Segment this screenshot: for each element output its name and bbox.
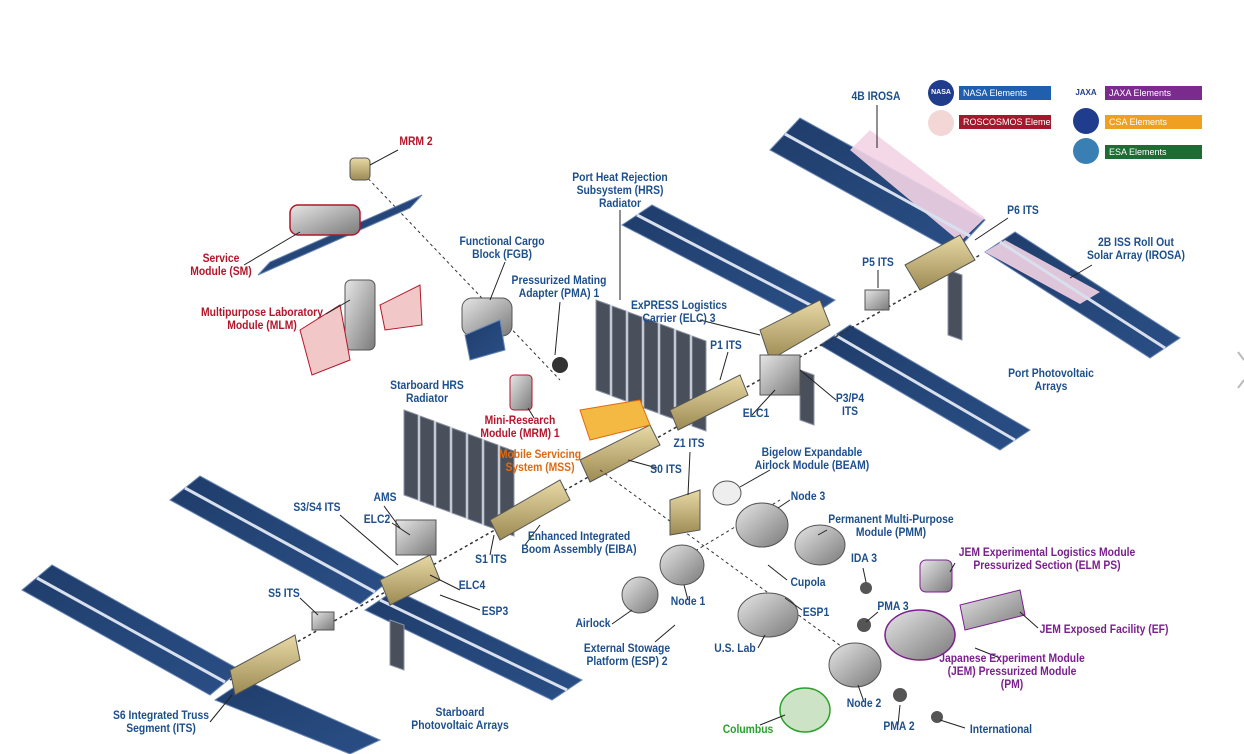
- label-elc2: ELC2: [363, 514, 391, 526]
- label-s5: S5 ITS: [268, 588, 300, 600]
- label-pma3: PMA 3: [877, 601, 909, 613]
- label-pmm: Permanent Multi-Purpose Module (PMM): [828, 514, 954, 539]
- label-ida3: IDA 3: [850, 553, 878, 565]
- legend-csa: CSA Elements: [1105, 115, 1202, 129]
- label-p1: P1 ITS: [710, 340, 742, 352]
- label-esp3: ESP3: [481, 606, 509, 618]
- legend-esa: ESA Elements: [1105, 145, 1202, 159]
- label-ams: AMS: [373, 492, 397, 504]
- nasa-logo: NASA: [928, 80, 954, 106]
- us-segment: [579, 399, 1026, 733]
- label-elc4: ELC4: [458, 580, 486, 592]
- label-elc3: ExPRESS Logistics Carrier (ELC) 3: [630, 300, 728, 325]
- label-s1: S1 ITS: [475, 554, 507, 566]
- legend-jaxa: JAXA Elements: [1105, 86, 1202, 100]
- label-mlm: Multipurpose Laboratory Module (MLM): [201, 307, 323, 332]
- legend-nasa: NASA Elements: [959, 86, 1051, 100]
- solar-arrays: [21, 117, 1181, 754]
- esa-logo: [1073, 138, 1099, 164]
- label-2b-irosa: 2B ISS Roll Out Solar Array (IROSA): [1087, 237, 1185, 262]
- label-node1: Node 1: [670, 596, 706, 608]
- label-starboard-hrs: Starboard HRS Radiator: [390, 380, 464, 405]
- jaxa-logo: JAXA: [1075, 88, 1097, 97]
- russian-segment: [257, 157, 568, 411]
- label-4b-irosa: 4B IROSA: [851, 91, 901, 103]
- label-p3p4: P3/P4 ITS: [835, 393, 865, 418]
- label-esp1: ESP1: [802, 607, 830, 619]
- label-p6: P6 ITS: [1007, 205, 1039, 217]
- label-elc1: ELC1: [742, 408, 770, 420]
- label-s3s4: S3/S4 ITS: [293, 502, 341, 514]
- label-cupola: Cupola: [790, 577, 826, 589]
- label-service-module: Service Module (SM): [190, 253, 252, 278]
- label-mrm1: Mini-Research Module (MRM) 1: [480, 415, 560, 440]
- label-beam: Bigelow Expandable Airlock Module (BEAM): [754, 447, 870, 472]
- label-fgb: Functional Cargo Block (FGB): [459, 236, 545, 261]
- label-jem-pm: Japanese Experiment Module (JEM) Pressur…: [939, 653, 1085, 691]
- label-eiba: Enhanced Integrated Boom Assembly (EIBA): [521, 531, 637, 556]
- label-z1: Z1 ITS: [673, 438, 705, 450]
- label-s6: S6 Integrated Truss Segment (ITS): [112, 710, 210, 735]
- label-pma2: PMA 2: [883, 721, 915, 733]
- label-p5: P5 ITS: [862, 257, 894, 269]
- label-international: International: [969, 724, 1033, 736]
- label-pma1: Pressurized Mating Adapter (PMA) 1: [511, 275, 607, 300]
- label-airlock: Airlock: [575, 618, 611, 630]
- label-mrm2: MRM 2: [399, 136, 433, 148]
- roscosmos-logo: [928, 110, 954, 136]
- label-columbus: Columbus: [722, 724, 774, 736]
- label-us-lab: U.S. Lab: [714, 643, 756, 655]
- label-mss: Mobile Servicing System (MSS): [498, 449, 582, 474]
- label-port-hrs: Port Heat Rejection Subsystem (HRS) Radi…: [572, 172, 668, 210]
- truss-backbone: [229, 234, 981, 696]
- chevron-right-icon: [1237, 351, 1244, 389]
- label-starboard-pv: Starboard Photovoltaic Arrays: [411, 707, 509, 732]
- legend-roscosmos: ROSCOSMOS Elements: [959, 115, 1063, 129]
- csa-logo: [1073, 108, 1099, 134]
- label-jem-ef: JEM Exposed Facility (EF): [1039, 624, 1169, 636]
- label-s0: S0 ITS: [650, 464, 682, 476]
- label-node3: Node 3: [790, 491, 826, 503]
- label-esp2: External Stowage Platform (ESP) 2: [583, 643, 671, 668]
- label-port-pv: Port Photovoltaic Arrays: [1008, 368, 1094, 393]
- label-elm-ps: JEM Experimental Logistics Module Pressu…: [958, 547, 1136, 572]
- leader-lines: [209, 105, 1093, 729]
- label-node2: Node 2: [846, 698, 882, 710]
